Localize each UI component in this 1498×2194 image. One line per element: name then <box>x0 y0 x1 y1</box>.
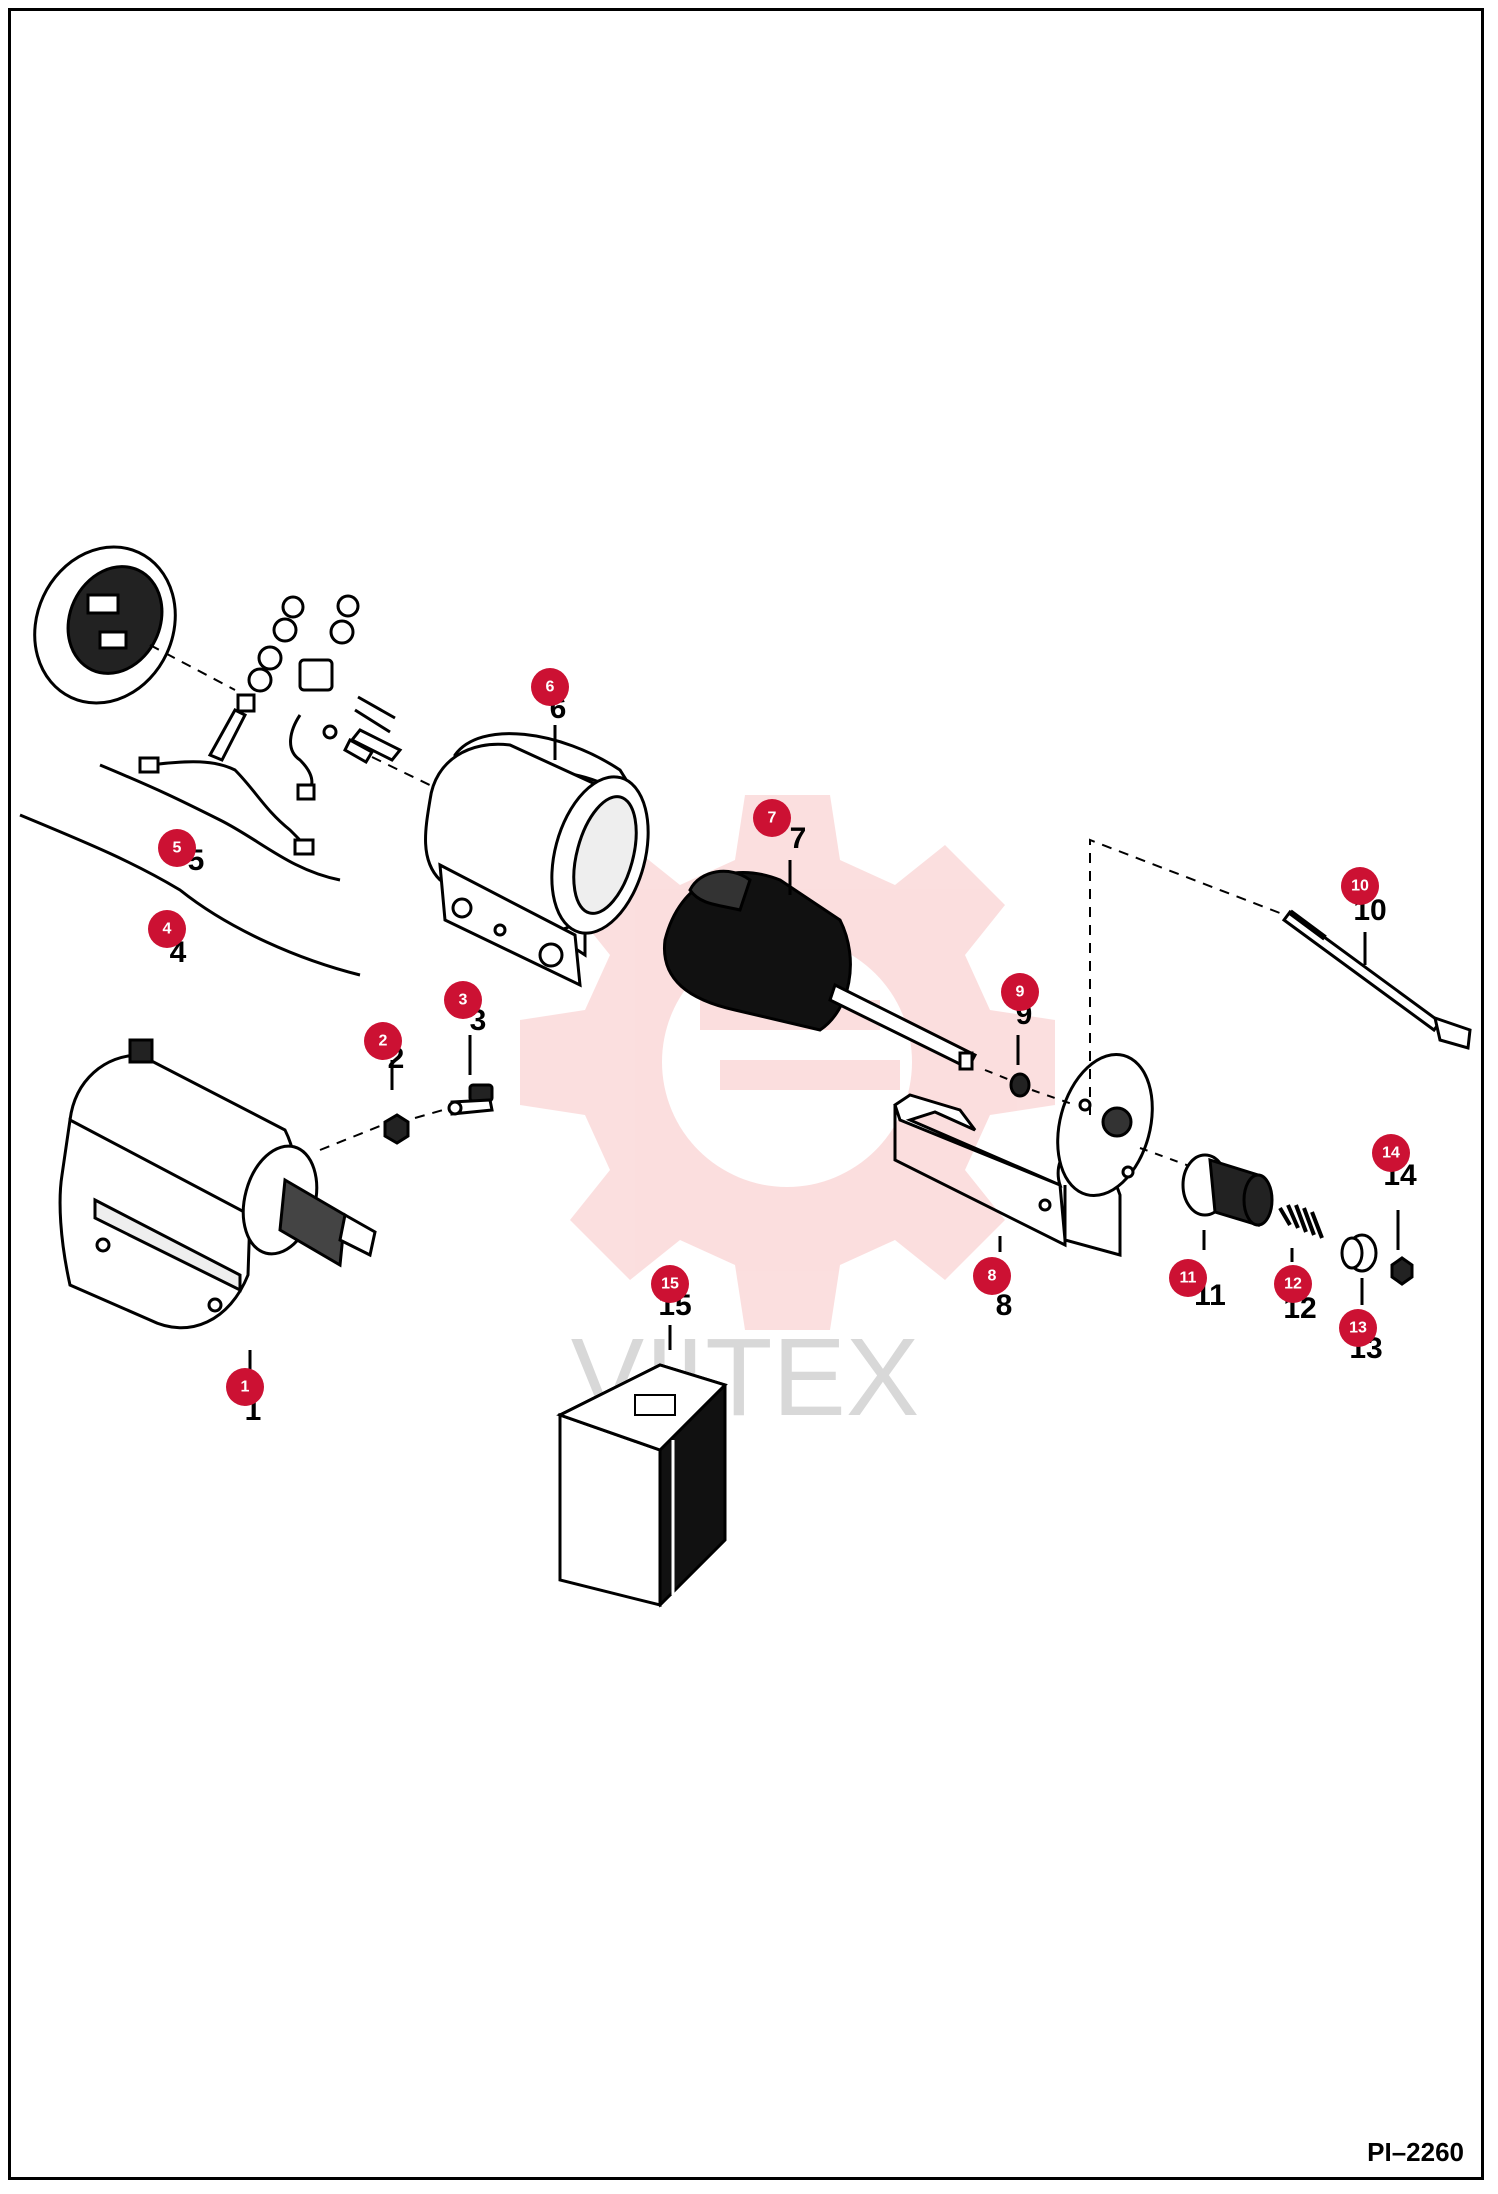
callout-circle <box>1001 973 1039 1011</box>
callout-circle <box>1274 1265 1312 1303</box>
svg-text:7: 7 <box>790 822 807 855</box>
svg-text:8: 8 <box>996 1289 1013 1322</box>
callout-10[interactable]: 10 <box>1341 867 1379 905</box>
callout-label: 13 <box>1349 1320 1367 1337</box>
box-15[interactable] <box>556 1363 728 1608</box>
screw-3[interactable] <box>447 1083 494 1116</box>
callout-label: 12 <box>1284 1276 1302 1293</box>
callout-13[interactable]: 13 <box>1339 1309 1377 1347</box>
callout-9[interactable]: 9 <box>1001 973 1039 1011</box>
callout-7[interactable]: 7 <box>753 799 791 837</box>
leader-bracket-pinion <box>1139 1147 1196 1169</box>
callout-8[interactable]: 8 <box>973 1257 1011 1295</box>
callout-label: 3 <box>459 992 468 1009</box>
callout-14[interactable]: 14 <box>1372 1134 1410 1172</box>
leader-motor-nut <box>319 1125 381 1151</box>
brush-end-cap[interactable] <box>10 524 201 726</box>
callout-15[interactable]: 15 <box>651 1265 689 1303</box>
callout-11[interactable]: 11 <box>1169 1259 1207 1297</box>
callout-label: 2 <box>379 1033 388 1050</box>
callout-4[interactable]: 4 <box>148 910 186 948</box>
leader-cap <box>149 644 236 691</box>
callout-12[interactable]: 12 <box>1274 1265 1312 1303</box>
callout-5[interactable]: 5 <box>158 829 196 867</box>
figure-id: PI–2260 <box>1367 2137 1464 2167</box>
callout-1[interactable]: 1 <box>226 1368 264 1406</box>
callout-circle <box>444 981 482 1019</box>
leader-holder <box>371 756 441 791</box>
callout-circle <box>1169 1259 1207 1297</box>
tick-marks <box>248 725 1400 1375</box>
through-bolt[interactable] <box>1281 909 1472 1050</box>
watermark-gear-icon <box>520 795 1055 1330</box>
washer-9[interactable] <box>1009 1072 1031 1098</box>
callout-3[interactable]: 3 <box>444 981 482 1019</box>
bracket-4 <box>19 813 361 977</box>
callout-circle <box>531 668 569 706</box>
callout-2[interactable]: 2 <box>364 1022 402 1060</box>
drive-end-bracket[interactable] <box>893 1044 1167 1257</box>
callout-label: 11 <box>1180 1270 1197 1287</box>
callout-label: 7 <box>768 810 777 827</box>
callout-circle <box>1341 867 1379 905</box>
bracket-5 <box>99 763 341 882</box>
leader-nut-screw <box>414 1107 451 1119</box>
callout-circle <box>753 799 791 837</box>
callout-circle <box>148 910 186 948</box>
leader-bolt <box>1089 838 1286 1115</box>
callout-circle <box>158 829 196 867</box>
collar-13[interactable] <box>1340 1233 1378 1273</box>
callout-circle <box>973 1257 1011 1295</box>
callout-circle <box>1339 1309 1377 1347</box>
callout-label: 10 <box>1351 878 1369 895</box>
callout-label: 6 <box>546 679 555 696</box>
callout-label: 9 <box>1016 984 1025 1001</box>
callout-circle <box>364 1022 402 1060</box>
nut-2[interactable] <box>383 1113 410 1145</box>
starter-motor[interactable] <box>58 1038 377 1330</box>
callout-6[interactable]: 6 <box>531 668 569 706</box>
nut-14[interactable] <box>1390 1256 1414 1286</box>
callout-label: 5 <box>173 840 182 857</box>
brush-holder-assembly[interactable] <box>138 594 403 856</box>
callout-circle <box>226 1368 264 1406</box>
pinion-gear-11[interactable] <box>1181 1153 1274 1228</box>
armature[interactable] <box>662 869 978 1071</box>
callout-label: 1 <box>241 1379 250 1396</box>
callout-label: 15 <box>661 1276 679 1293</box>
callout-label: 14 <box>1382 1145 1400 1162</box>
printed-part-numbers: 1 2 3 4 5 6 7 8 9 10 11 12 13 14 15 <box>170 692 1417 1427</box>
callout-label: 8 <box>988 1268 997 1285</box>
spring-12[interactable] <box>1278 1204 1324 1239</box>
field-housing[interactable] <box>424 732 665 988</box>
leader-shaft-washer <box>984 1069 1011 1081</box>
callout-circle <box>651 1265 689 1303</box>
leader-washer-bracket <box>1031 1089 1076 1106</box>
diagram-frame <box>8 8 1484 2180</box>
callout-circle <box>1372 1134 1410 1172</box>
callout-label: 4 <box>163 921 172 938</box>
